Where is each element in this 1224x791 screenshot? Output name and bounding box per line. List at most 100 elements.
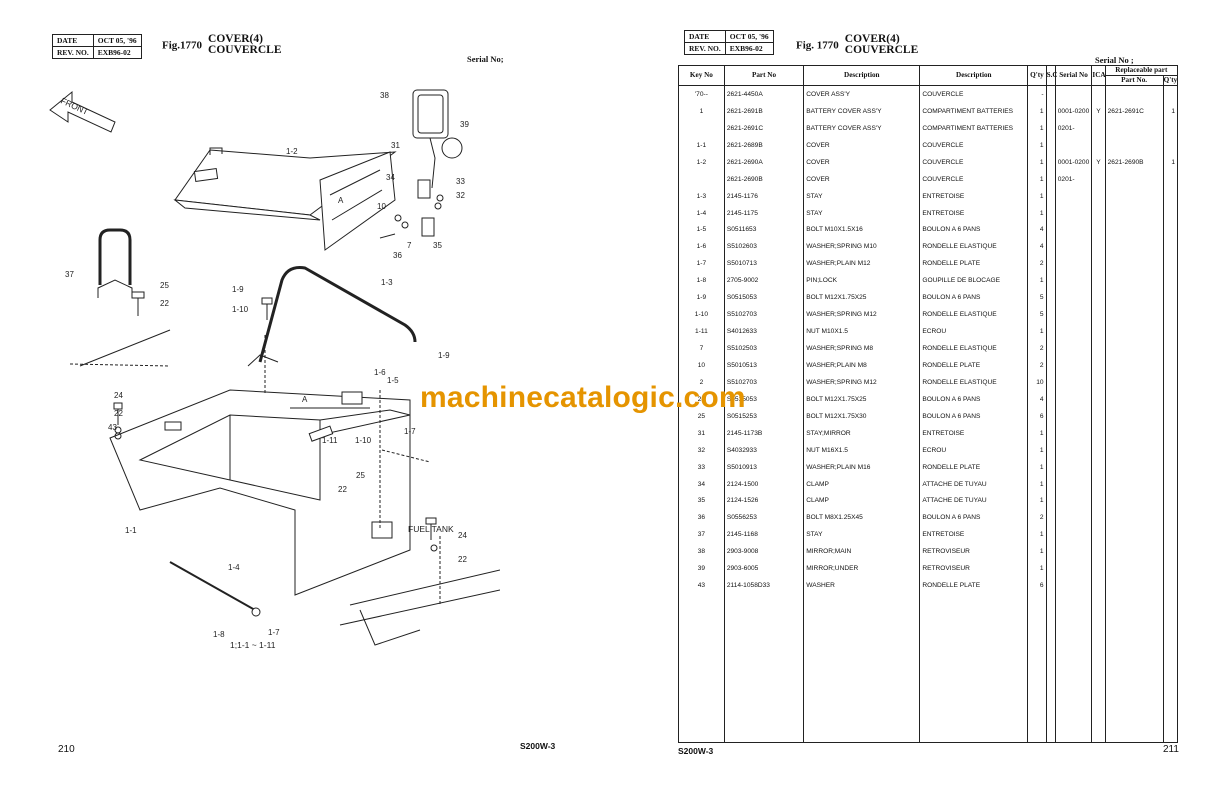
cell-part: S5102703 — [723, 373, 805, 391]
cell-ica — [1091, 475, 1106, 493]
cell-rp — [1104, 492, 1164, 510]
cell-serial — [1054, 458, 1093, 476]
cell-key: 1-1 — [678, 136, 725, 154]
callout-label: 22 — [458, 555, 467, 564]
cell-ica — [1091, 526, 1106, 544]
cell-part: 2145-1173B — [723, 424, 805, 442]
cell-serial — [1054, 475, 1093, 493]
cell-rp: 2621-2691C — [1104, 102, 1164, 120]
cell-rp — [1104, 204, 1164, 222]
cell-en: STAY — [803, 526, 921, 544]
cell-en: WASHER;PLAIN M16 — [803, 458, 921, 476]
cell-en: WASHER;SPRING M12 — [803, 306, 921, 324]
cell-rp — [1104, 407, 1164, 425]
cell-rp — [1104, 424, 1164, 442]
cell-ica — [1091, 119, 1106, 137]
cell-serial — [1054, 492, 1093, 510]
callout-label: 34 — [386, 173, 395, 182]
cell-sc — [1045, 509, 1056, 527]
cell-en: BATTERY COVER ASS'Y — [803, 119, 921, 137]
cell-part: S5102503 — [723, 340, 805, 357]
cell-rq — [1162, 255, 1179, 273]
title-french: COUVERCLE — [208, 44, 282, 56]
title-english: COVER(4) — [208, 33, 263, 45]
cell-key: 1-6 — [678, 238, 725, 256]
cell-rq — [1162, 458, 1179, 476]
cell-en: CLAMP — [803, 492, 921, 510]
rev-value: EXB96-02 — [724, 42, 774, 55]
rev-value: EXB96-02 — [92, 46, 142, 59]
cell-serial: 0001-0200 — [1054, 102, 1093, 120]
cell-serial — [1054, 204, 1093, 222]
callout-label: 37 — [65, 270, 74, 279]
callout-label: 32 — [456, 191, 465, 200]
cell-ica — [1091, 170, 1106, 188]
cell-key — [678, 119, 725, 137]
cell-sc — [1045, 475, 1056, 493]
cell-sc — [1045, 340, 1056, 357]
cell-serial — [1054, 390, 1093, 408]
cell-rq — [1162, 543, 1179, 561]
cell-part: 2621-2691C — [723, 119, 805, 137]
title-french: COUVERCLE — [844, 44, 919, 56]
callout-label: 1-11 — [322, 436, 338, 445]
cell-en: STAY — [803, 204, 921, 222]
callout-label: 24 — [114, 391, 123, 400]
cell-ica — [1091, 373, 1106, 391]
cell-part: 2621-2690B — [723, 170, 805, 188]
cell-serial — [1054, 543, 1093, 561]
cell-rp — [1104, 238, 1164, 256]
cell-part: 2705-9002 — [723, 272, 805, 290]
callout-label: 1-9 — [232, 285, 244, 294]
cell-rp — [1104, 390, 1164, 408]
serial-label-left: Serial No; — [467, 54, 504, 64]
date-label: DATE — [52, 34, 94, 47]
cell-fr: COUVERCLE — [919, 153, 1029, 171]
cell-serial — [1054, 255, 1093, 273]
cell-serial — [1054, 221, 1093, 239]
cell-rq — [1162, 221, 1179, 239]
cell-rp — [1104, 475, 1164, 493]
callout-label: 1-7 — [404, 427, 416, 436]
cell-fr: RONDELLE ELASTIQUE — [919, 340, 1029, 357]
cell-rp — [1104, 136, 1164, 154]
date-label: DATE — [684, 30, 726, 43]
cell-qty: 1 — [1027, 153, 1047, 171]
cell-qty: 1 — [1027, 272, 1047, 290]
cell-en: BOLT M12X1.75X25 — [803, 289, 921, 307]
cell-rp — [1104, 289, 1164, 307]
cell-en: WASHER;SPRING M12 — [803, 373, 921, 391]
cell-sc — [1045, 255, 1056, 273]
cell-key: 43 — [678, 577, 725, 595]
cell-fr: BOULON A 6 PANS — [919, 289, 1029, 307]
cell-rq — [1162, 424, 1179, 442]
callout-label: 35 — [433, 241, 442, 250]
cell-key: 1-11 — [678, 323, 725, 341]
cell-ica — [1091, 255, 1106, 273]
callout-label: 25 — [356, 471, 365, 480]
cell-rq — [1162, 441, 1179, 459]
cell-ica — [1091, 136, 1106, 154]
cell-fr: COUVERCLE — [919, 136, 1029, 154]
header-rep-qty: Q'ty — [1162, 75, 1179, 86]
cell-ica — [1091, 492, 1106, 510]
figure-number: Fig. 1770 — [796, 39, 839, 52]
fuel-tank-label: FUEL TANK — [408, 524, 454, 534]
cell-part: 2124-1526 — [723, 492, 805, 510]
cell-part: 2621-2689B — [723, 136, 805, 154]
callout-label: 1-3 — [381, 278, 393, 287]
cell-rp — [1104, 543, 1164, 561]
callout-label: 1-5 — [387, 376, 399, 385]
cell-rq — [1162, 340, 1179, 357]
cell-rp — [1104, 119, 1164, 137]
callout-label: 22 — [114, 409, 123, 418]
cell-rq — [1162, 373, 1179, 391]
cell-part: S4012633 — [723, 323, 805, 341]
callout-label: 10 — [377, 202, 386, 211]
callout-label: 1-4 — [228, 563, 240, 572]
